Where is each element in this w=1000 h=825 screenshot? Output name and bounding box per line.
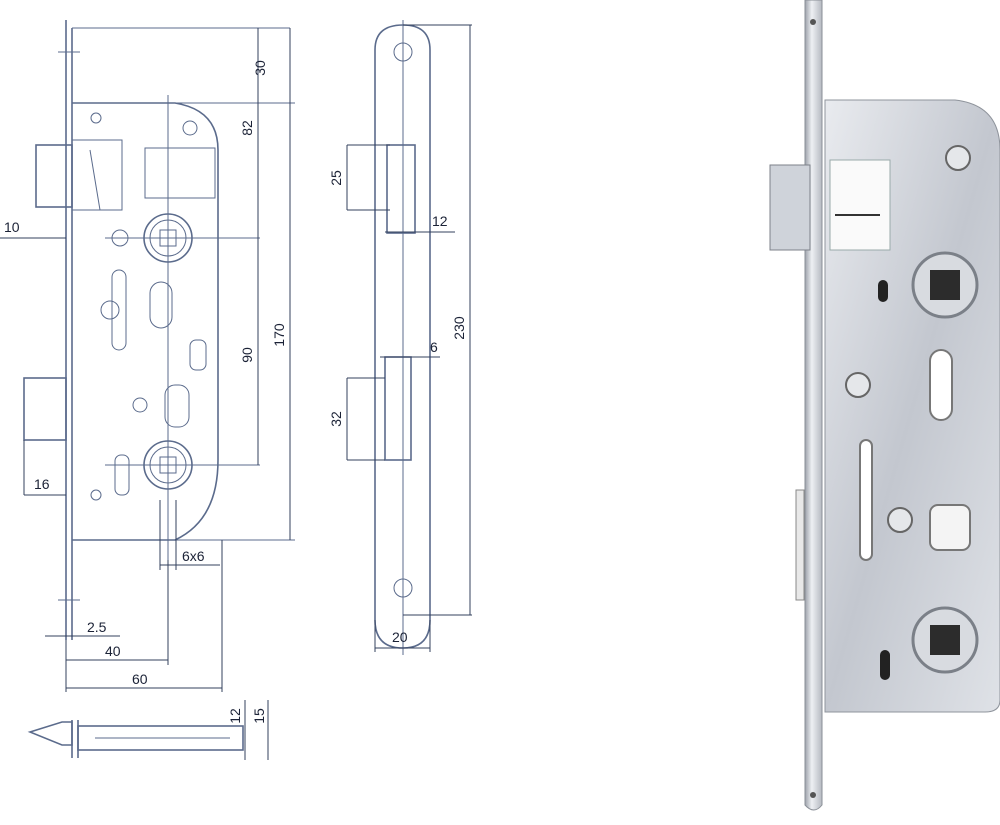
latch <box>769 164 811 251</box>
dim-12-latch: 12 <box>227 708 243 724</box>
dim-90: 90 <box>239 347 255 363</box>
dim-2-5: 2.5 <box>87 619 107 635</box>
spindle-hole <box>930 270 960 300</box>
lock-photo <box>769 0 1000 811</box>
dim-40: 40 <box>105 643 121 659</box>
dim-12-side: 12 <box>432 213 448 229</box>
dim-32: 32 <box>328 411 344 427</box>
latch-view: 12 15 <box>27 700 269 760</box>
key-hole <box>930 625 960 655</box>
dim-15: 15 <box>251 708 267 724</box>
side-view: 25 12 6 230 32 20 <box>328 20 472 655</box>
dim-82: 82 <box>239 120 255 136</box>
dim-10: 10 <box>4 219 20 235</box>
front-view: 30 82 170 90 10 16 6x6 2.5 40 60 <box>0 20 295 692</box>
dim-6x6: 6x6 <box>182 548 205 564</box>
dim-60: 60 <box>132 671 148 687</box>
dim-16: 16 <box>34 476 50 492</box>
dim-170: 170 <box>271 323 287 347</box>
dim-25: 25 <box>328 170 344 186</box>
dim-6: 6 <box>430 339 438 355</box>
dim-20: 20 <box>392 629 408 645</box>
lock-faceplate <box>804 0 823 811</box>
latch-side <box>386 144 416 234</box>
dead-bolt <box>23 377 67 441</box>
latch-bolt-profile <box>77 725 244 751</box>
dim-230: 230 <box>451 316 467 340</box>
dim-30: 30 <box>252 60 268 76</box>
lock-case-outline <box>72 102 219 541</box>
bolt-side <box>384 356 412 461</box>
dimension-lines <box>0 28 291 692</box>
